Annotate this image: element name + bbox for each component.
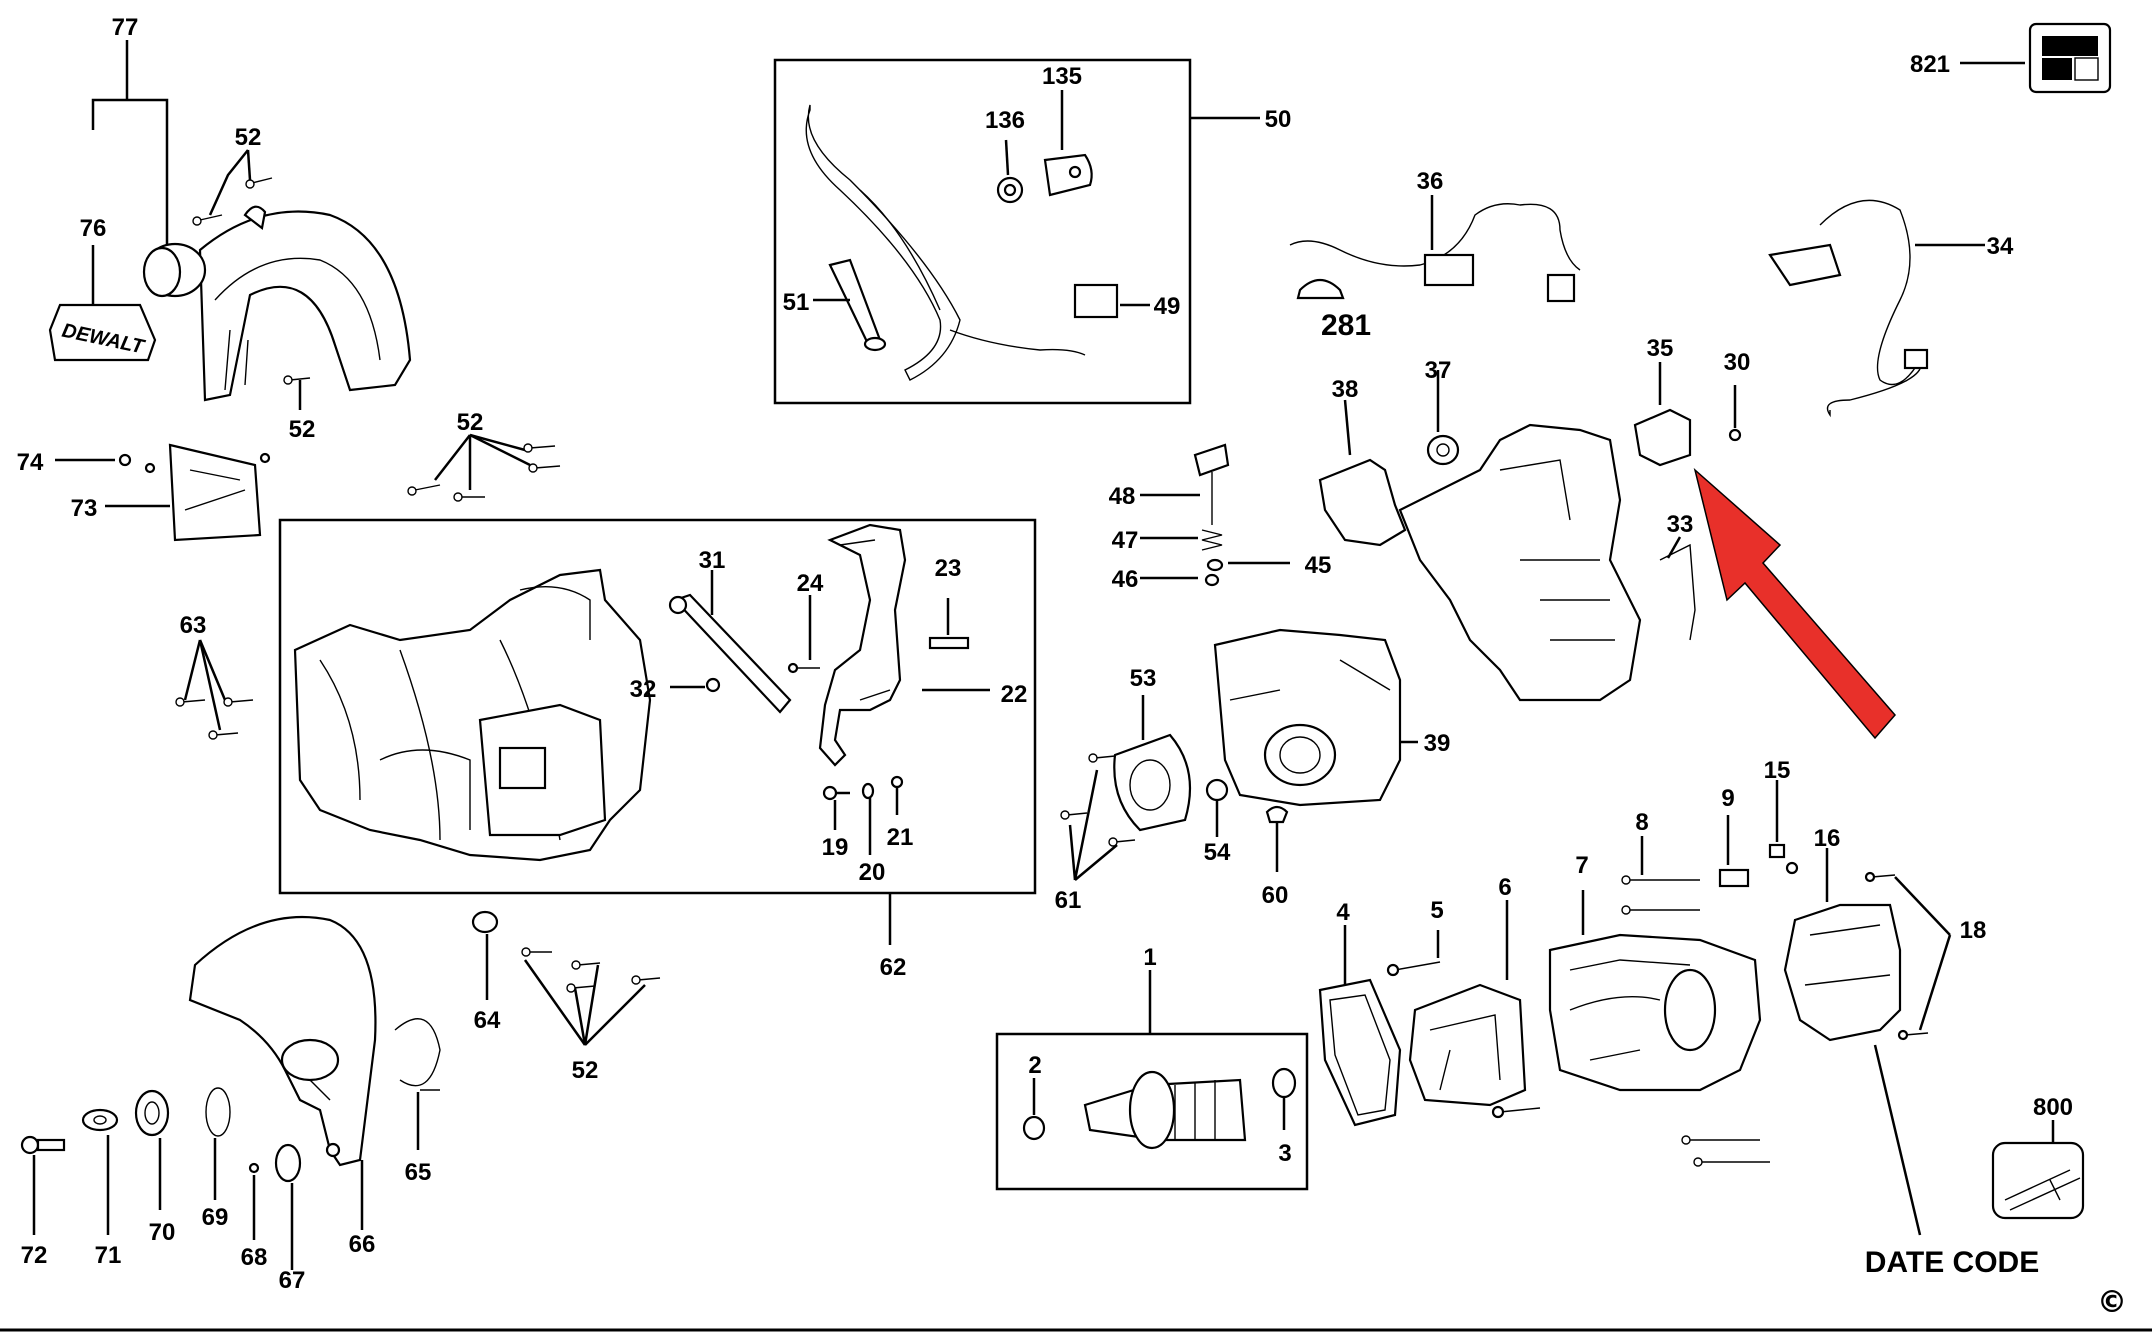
label-54: 54 <box>1204 839 1231 866</box>
label-51: 51 <box>783 289 810 316</box>
motor-group <box>995 780 2085 1236</box>
label-9: 9 <box>1721 785 1734 812</box>
label-15: 15 <box>1764 757 1791 784</box>
label-71: 71 <box>95 1242 122 1269</box>
label-73: 73 <box>71 495 98 522</box>
label-1: 1 <box>1143 944 1156 971</box>
date-code-label: DATE CODE <box>1865 1246 2039 1279</box>
label-64: 64 <box>474 1007 501 1034</box>
label-31: 31 <box>699 547 726 574</box>
red-pointer-arrow <box>1693 467 1896 740</box>
label-281: 281 <box>1321 309 1371 342</box>
label-5: 5 <box>1430 897 1443 924</box>
label-30: 30 <box>1724 349 1751 376</box>
label-19: 19 <box>822 834 849 861</box>
copyright-text: © <box>2097 1285 2127 1320</box>
label-6: 6 <box>1498 874 1511 901</box>
label-68: 68 <box>241 1244 268 1271</box>
label-52c: 52 <box>457 409 484 436</box>
label-136: 136 <box>985 107 1025 134</box>
label-33: 33 <box>1667 511 1694 538</box>
screw-group-63 <box>175 639 254 740</box>
label-36: 36 <box>1417 168 1444 195</box>
label-69: 69 <box>202 1204 229 1231</box>
gear-housing-kit-box <box>278 518 1037 945</box>
label-52a: 52 <box>235 124 262 151</box>
label-16: 16 <box>1814 825 1841 852</box>
copyright-symbol: © <box>2097 1285 2127 1320</box>
label-21: 21 <box>887 824 914 851</box>
label-24: 24 <box>797 570 824 597</box>
label-61: 61 <box>1055 887 1082 914</box>
handle-kit-box <box>773 58 1260 405</box>
label-18: 18 <box>1960 917 1987 944</box>
label-46: 46 <box>1112 566 1139 593</box>
label-35: 35 <box>1647 335 1674 362</box>
label-20: 20 <box>859 859 886 886</box>
label-135: 135 <box>1042 63 1082 90</box>
label-2: 2 <box>1028 1052 1041 1079</box>
wiring-group <box>1289 22 2112 418</box>
label-66: 66 <box>349 1231 376 1258</box>
label-70: 70 <box>149 1219 176 1246</box>
label-7: 7 <box>1575 852 1588 879</box>
label-52b: 52 <box>289 416 316 443</box>
label-821: 821 <box>1910 51 1950 78</box>
screw-cluster-52 <box>407 433 561 502</box>
label-23: 23 <box>935 555 962 582</box>
label-63: 63 <box>180 612 207 639</box>
label-62: 62 <box>880 954 907 981</box>
label-77: 77 <box>112 14 139 41</box>
part-labels: 77 76 52 52 52 52 74 73 63 72 71 70 69 6… <box>17 14 2073 1294</box>
label-4: 4 <box>1336 899 1350 926</box>
label-50: 50 <box>1265 106 1292 133</box>
lower-guard-group <box>20 910 661 1270</box>
upper-guard-group: DEWALT <box>48 40 412 410</box>
label-74: 74 <box>17 449 44 476</box>
label-39: 39 <box>1424 730 1451 757</box>
label-34: 34 <box>1987 233 2014 260</box>
bracket-group <box>55 443 271 542</box>
label-38: 38 <box>1332 376 1359 403</box>
label-52d: 52 <box>572 1057 599 1084</box>
label-37: 37 <box>1425 357 1452 384</box>
label-53: 53 <box>1130 665 1157 692</box>
label-800: 800 <box>2033 1094 2073 1121</box>
label-3: 3 <box>1278 1140 1291 1167</box>
label-32: 32 <box>630 676 657 703</box>
label-48: 48 <box>1109 483 1136 510</box>
motor-handle-group <box>1060 362 1896 881</box>
label-8: 8 <box>1635 809 1648 836</box>
label-45: 45 <box>1305 552 1332 579</box>
label-49: 49 <box>1154 293 1181 320</box>
label-60: 60 <box>1262 882 1289 909</box>
label-76: 76 <box>80 215 107 242</box>
label-65: 65 <box>405 1159 432 1186</box>
label-47: 47 <box>1112 527 1139 554</box>
label-22: 22 <box>1001 681 1028 708</box>
label-67: 67 <box>279 1267 306 1294</box>
label-72: 72 <box>21 1242 48 1269</box>
